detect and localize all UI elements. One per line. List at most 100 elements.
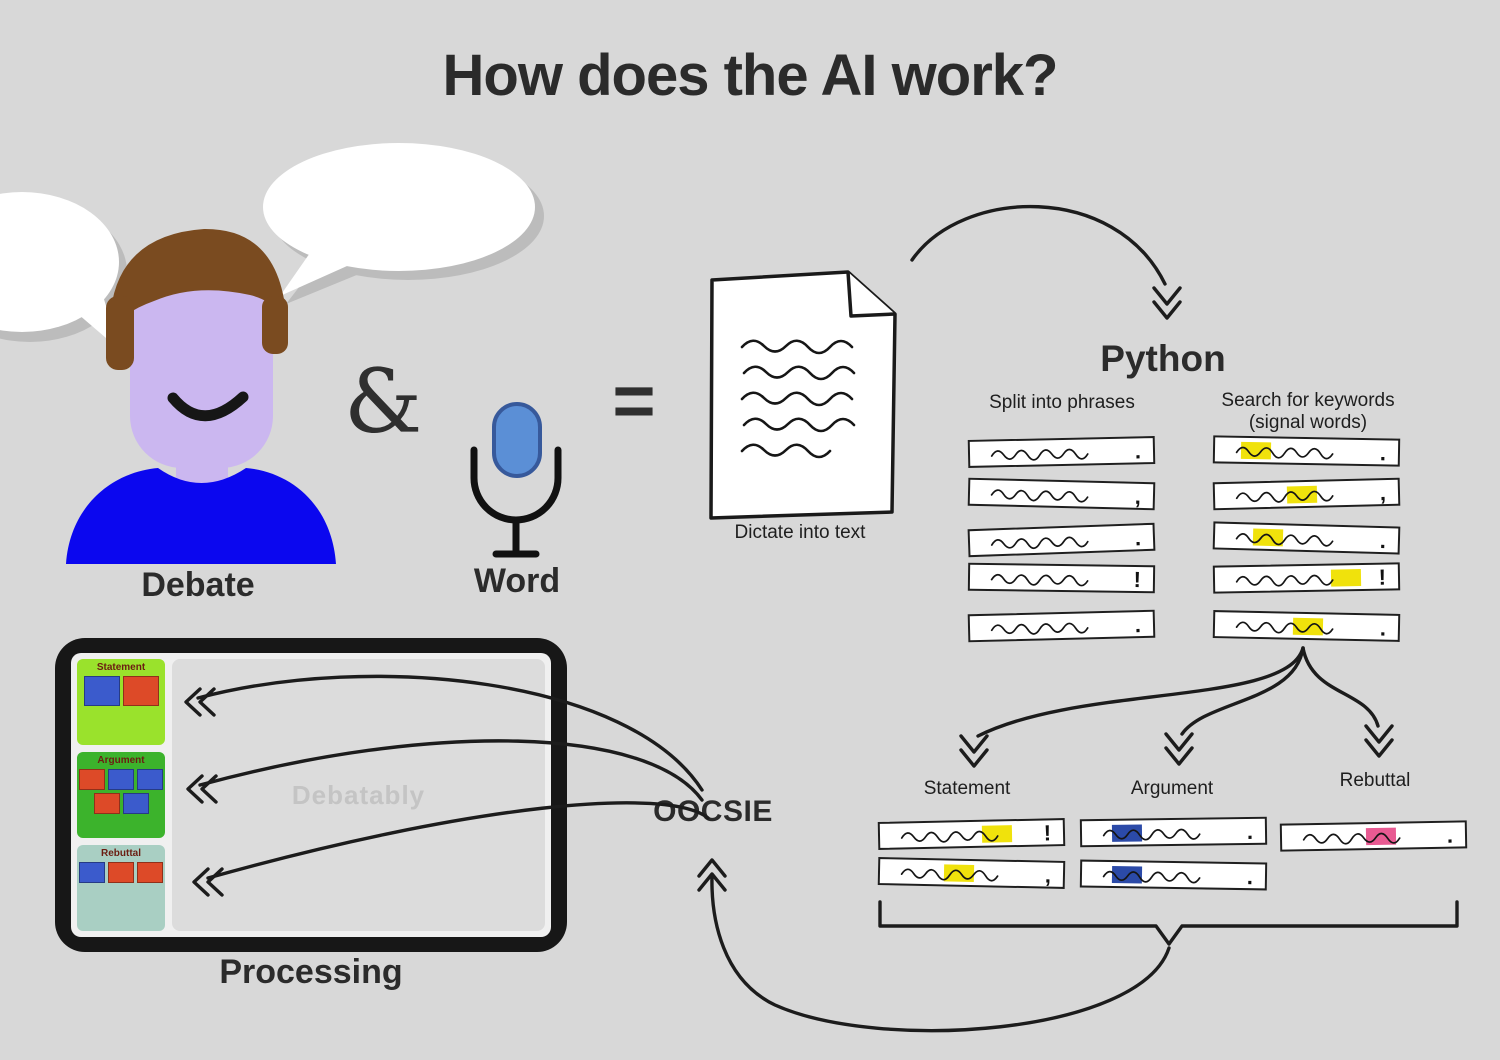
strip-punctuation: . (1246, 864, 1254, 890)
phrase-strip: . (967, 522, 1156, 558)
person-shirt (66, 468, 336, 564)
sticky-note (137, 862, 163, 883)
strip-punctuation: ! (1133, 567, 1142, 593)
statement-strip: , (877, 857, 1066, 889)
phrase-strip: . (967, 436, 1156, 468)
rebuttal-label: Rebuttal (1339, 770, 1411, 791)
sticky-notes (79, 862, 163, 883)
gather-bracket (878, 900, 1459, 946)
squiggle-text-icon (990, 622, 1089, 635)
squiggle-text-icon (1235, 446, 1334, 460)
sticky-note (108, 862, 134, 883)
document-icon (709, 270, 897, 520)
sticky-note (122, 676, 159, 706)
squiggle-text-icon (1235, 574, 1334, 587)
sticky-note (122, 793, 149, 814)
sticky-note (137, 769, 163, 790)
strip-punctuation: ! (1378, 564, 1387, 590)
keyword-strip: ! (1212, 562, 1401, 594)
strip-punctuation: . (1134, 612, 1142, 638)
strip-punctuation: . (1134, 525, 1142, 551)
screen-main-area: Debatably (172, 659, 545, 931)
arrow-to-rebuttal (1301, 646, 1394, 758)
search-keywords-header: Search for keywords (signal words) (1205, 390, 1411, 434)
screen-content: Statement Argument (71, 653, 551, 937)
search-keywords-line2: (signal words) (1248, 412, 1368, 433)
person-neck (176, 420, 228, 510)
squiggle-text-icon (990, 573, 1089, 587)
strip-punctuation: . (1379, 528, 1387, 554)
squiggle-text-icon (1302, 832, 1401, 845)
sticky-note (79, 769, 105, 790)
sticky-notes (79, 676, 163, 706)
squiggle-text-icon (1235, 621, 1334, 635)
statement-label: Statement (923, 778, 1011, 799)
rebuttal-strip: . (1279, 820, 1468, 852)
strip-punctuation: . (1246, 818, 1254, 844)
debate-label: Debate (141, 566, 255, 604)
keyword-strip: . (1212, 435, 1401, 467)
squiggle-text-icon (1102, 870, 1201, 884)
argument-label: Argument (1130, 778, 1214, 799)
strip-punctuation: . (1379, 615, 1387, 641)
ampersand-symbol: & (344, 350, 423, 453)
squiggle-text-icon (1102, 828, 1201, 841)
strip-punctuation: . (1134, 438, 1142, 464)
processing-label: Processing (219, 953, 403, 991)
strip-punctuation: . (1446, 822, 1454, 848)
squiggle-text-icon (1235, 490, 1334, 503)
panel-column: Statement Argument (77, 659, 165, 931)
panel-statement: Statement (77, 659, 165, 745)
panel-statement-title: Statement (96, 662, 146, 673)
dictate-caption: Dictate into text (734, 522, 866, 543)
squiggle-text-icon (1235, 533, 1334, 547)
page-title: How does the AI work? (442, 43, 1059, 108)
keyword-strip: . (1212, 521, 1401, 555)
phrase-strip: . (967, 609, 1156, 643)
squiggle-text-icon (900, 868, 999, 882)
sticky-note (93, 793, 120, 814)
panel-argument: Argument (77, 752, 165, 838)
person-face (130, 246, 273, 468)
squiggle-text-icon (990, 536, 1089, 550)
statement-strip: ! (877, 818, 1066, 850)
python-heading: Python (1100, 338, 1226, 379)
phrase-strip: ! (967, 562, 1156, 594)
strip-punctuation: , (1044, 862, 1052, 888)
sticky-note (79, 862, 105, 883)
squiggle-text-icon (990, 489, 1089, 503)
watermark-text: Debatably (291, 779, 426, 810)
microphone-icon (470, 402, 562, 558)
processing-screen: Statement Argument (55, 638, 567, 952)
arrow-doc-to-python (910, 204, 1182, 320)
keyword-strip: , (1212, 477, 1401, 511)
strip-punctuation: . (1379, 440, 1387, 466)
search-keywords-line1: Search for keywords (1221, 390, 1395, 411)
sticky-note (108, 769, 134, 790)
person-icon (66, 228, 336, 564)
sticky-notes (79, 769, 163, 814)
speech-bubble-right (263, 143, 544, 304)
panel-rebuttal-title: Rebuttal (101, 848, 141, 859)
arrow-to-statement (959, 646, 1305, 768)
speech-bubble-left (0, 192, 132, 360)
argument-strip: . (1079, 816, 1268, 848)
phrase-strip: , (967, 477, 1156, 511)
strip-punctuation: ! (1043, 820, 1052, 846)
strip-punctuation: , (1379, 480, 1387, 506)
split-phrases-header: Split into phrases (989, 392, 1135, 413)
keyword-strip: . (1212, 610, 1401, 642)
squiggle-text-icon (990, 448, 1089, 461)
word-label: Word (473, 562, 561, 600)
arrow-to-argument (1164, 646, 1305, 766)
oocsie-label: OOCSIE (653, 795, 773, 828)
person-smile (167, 391, 249, 422)
strip-punctuation: , (1134, 483, 1142, 509)
panel-rebuttal: Rebuttal (77, 845, 165, 931)
panel-argument-title: Argument (97, 755, 145, 766)
person-hair (109, 228, 288, 342)
squiggle-text-icon (900, 830, 999, 843)
sticky-note (83, 676, 120, 706)
argument-strip: . (1079, 859, 1268, 891)
